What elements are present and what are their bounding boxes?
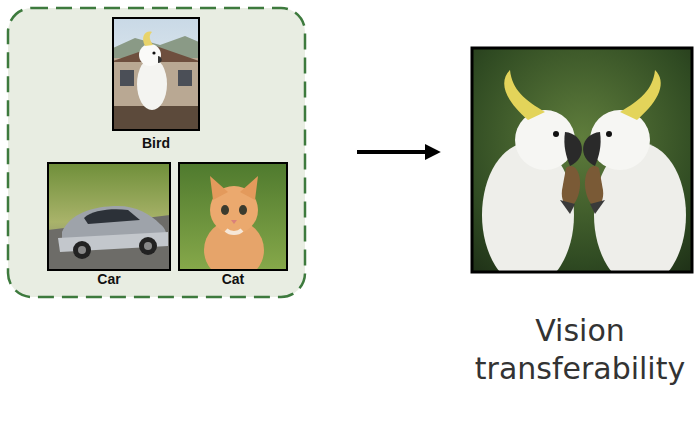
figure-caption: Vision transferability bbox=[463, 312, 698, 388]
image-label: Bird bbox=[142, 134, 170, 152]
bird-photo bbox=[113, 18, 199, 130]
cockatoo-photo bbox=[472, 48, 692, 272]
group-outline bbox=[8, 8, 305, 297]
image-node: Car bbox=[48, 163, 170, 288]
image-label: Car bbox=[97, 270, 120, 288]
cat-photo bbox=[179, 163, 287, 270]
image-frame bbox=[113, 18, 199, 130]
image-label: Cat bbox=[222, 270, 245, 288]
car-photo bbox=[48, 163, 170, 270]
image-frame bbox=[48, 163, 170, 270]
image-frame bbox=[472, 48, 692, 272]
image-node: Cat bbox=[179, 163, 287, 288]
image-frame bbox=[179, 163, 287, 270]
transfer-arrow bbox=[357, 150, 428, 154]
image-node: Bird bbox=[113, 18, 199, 152]
